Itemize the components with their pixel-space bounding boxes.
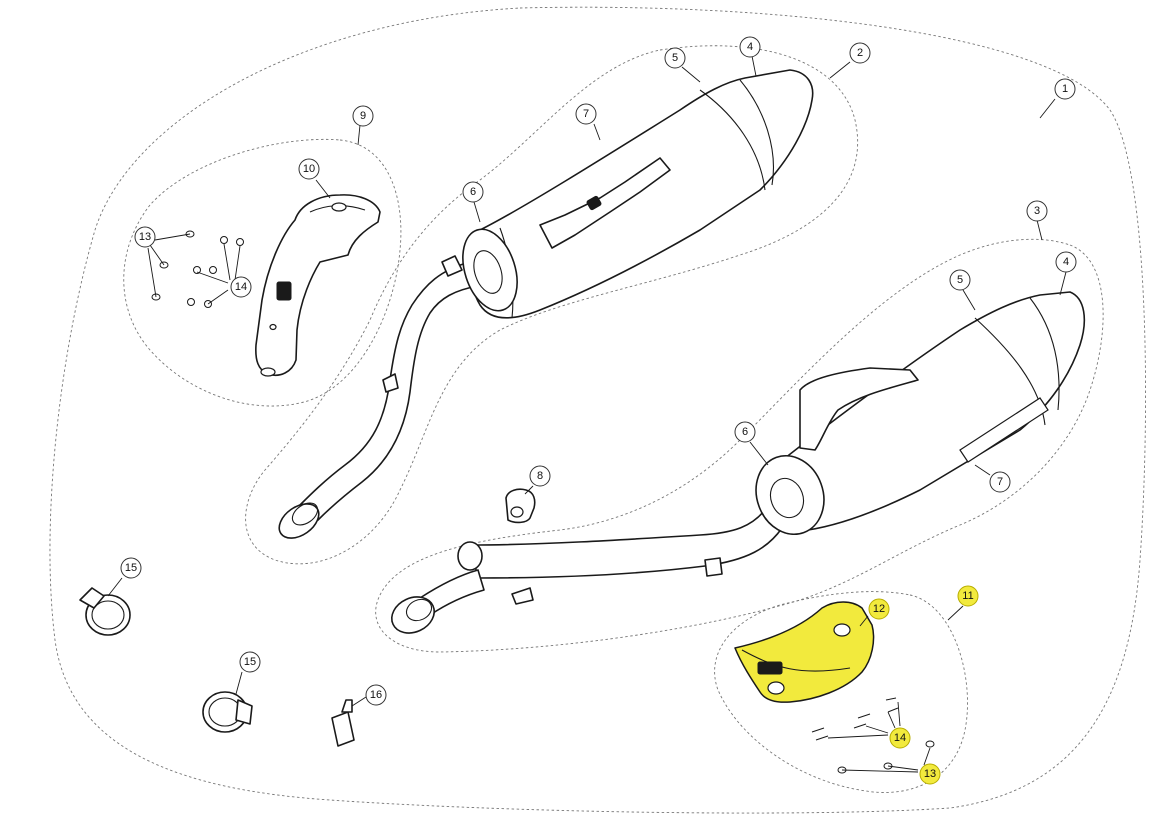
group-outline-full-system [49,6,1146,814]
hardware-right [811,697,935,774]
callout-3: 3 [1026,200,1048,222]
callout-9: 9 [352,105,374,127]
callout-15-lower: 15 [239,651,261,673]
callout-13-right: 13 [919,763,941,785]
callout-5-right: 5 [949,269,971,291]
svg-text:5: 5 [672,52,678,64]
callout-6-right: 6 [734,421,756,443]
svg-text:14: 14 [894,732,906,744]
svg-text:10: 10 [303,163,315,175]
svg-text:4: 4 [747,41,753,53]
spacer [505,488,536,524]
svg-text:8: 8 [537,470,543,482]
callout-6-left: 6 [462,181,484,203]
group-outline-right-muffler [375,238,1104,653]
callout-5-left: 5 [664,47,686,69]
callout-7-right: 7 [989,471,1011,493]
svg-text:7: 7 [997,476,1003,488]
svg-text:16: 16 [370,689,382,701]
group-outline-heat-shield-right [714,591,968,793]
callout-12: 12 [868,598,890,620]
svg-text:4: 4 [1063,256,1069,268]
callout-15-upper: 15 [120,557,142,579]
svg-text:12: 12 [873,603,885,615]
clamp-upper [79,587,131,636]
svg-text:11: 11 [962,590,973,602]
callout-1: 1 [1054,78,1076,100]
callout-10: 10 [298,158,320,180]
svg-text:1: 1 [1062,83,1068,95]
svg-text:15: 15 [244,656,256,668]
leader-lines [107,55,1067,773]
callout-13-left: 13 [134,226,156,248]
callout-4-left: 4 [739,36,761,58]
callout-16: 16 [365,684,387,706]
hardware-left [151,230,244,308]
svg-text:3: 3 [1034,205,1040,217]
callout-7-left: 7 [575,103,597,125]
callout-8: 8 [529,465,551,487]
svg-text:6: 6 [470,186,476,198]
sensor-plug [331,699,355,747]
svg-text:6: 6 [742,426,748,438]
svg-text:13: 13 [139,231,151,243]
callout-4-right: 4 [1055,251,1077,273]
svg-text:5: 5 [957,274,963,286]
callout-14-left: 14 [230,276,252,298]
svg-text:13: 13 [924,768,936,780]
svg-text:14: 14 [235,281,247,293]
heat-shield-left [255,194,381,377]
svg-text:15: 15 [125,562,137,574]
clamp-lower [202,691,253,733]
callout-11: 11 [957,585,979,607]
muffler-right [391,291,1086,634]
callout-2: 2 [849,42,871,64]
svg-text:7: 7 [583,108,589,120]
group-outline-left-muffler [245,45,859,565]
muffler-left [278,69,814,539]
heat-shield-right-highlighted [734,601,875,703]
svg-text:2: 2 [857,47,863,59]
callout-14-right: 14 [889,727,911,749]
svg-text:9: 9 [360,110,366,122]
